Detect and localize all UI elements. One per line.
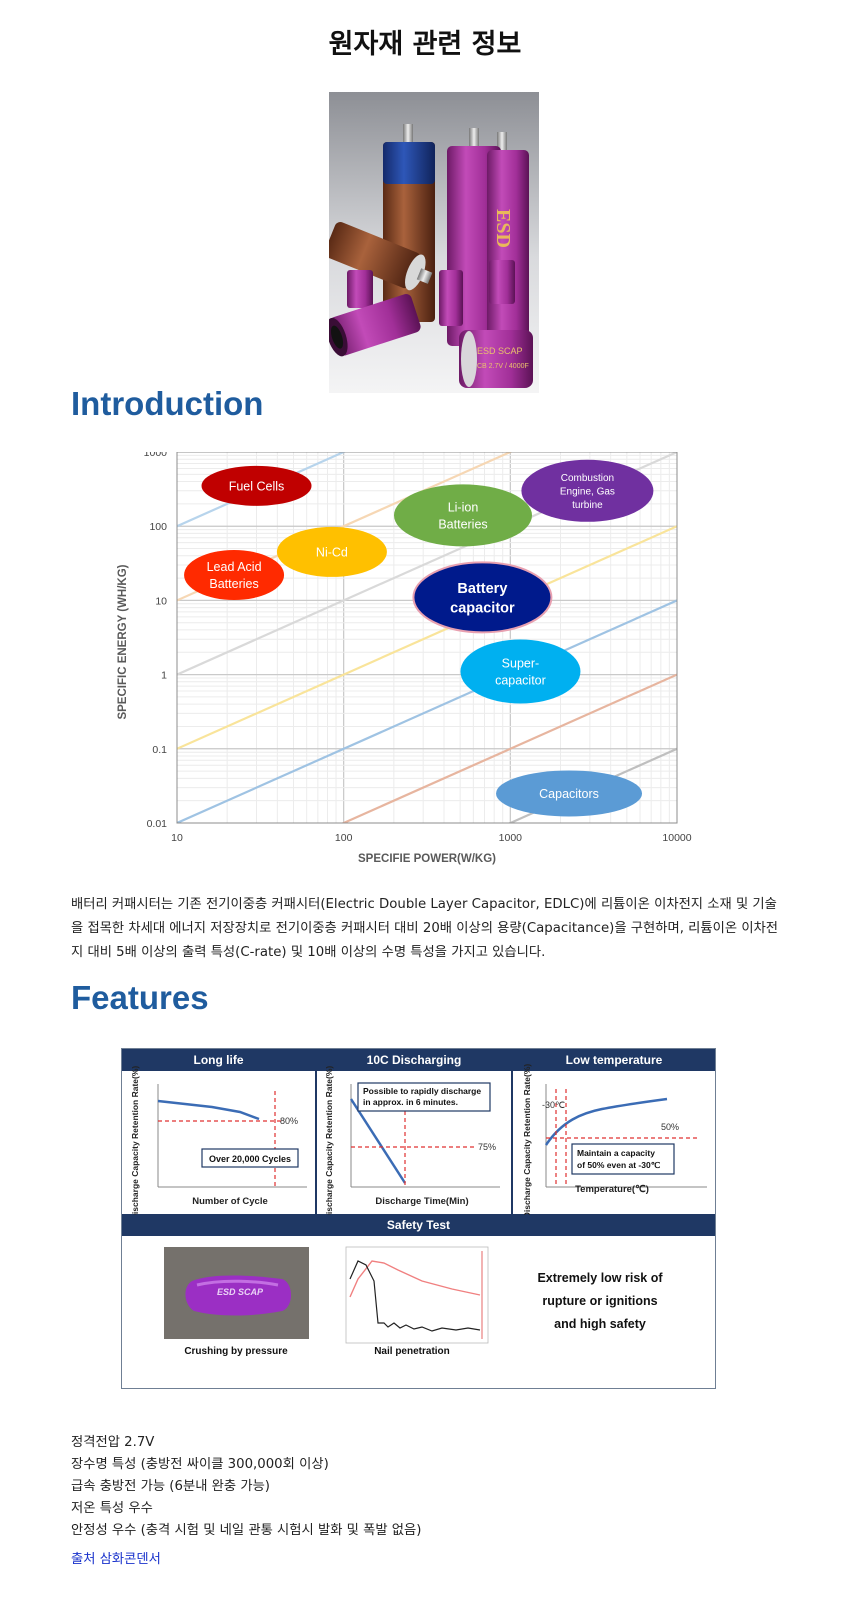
y-tick-label: 0.01 (147, 818, 168, 830)
y-tick-label: 1000 (144, 452, 168, 459)
region-label: turbine (572, 500, 603, 511)
region-label: Batteries (209, 577, 258, 591)
region-ellipse (201, 465, 312, 506)
long-life-xlabel: Number of Cycle (192, 1196, 268, 1207)
y-tick-label: 10 (155, 595, 167, 607)
long-life-ylabel: Discharge Capacity Retention Rate(%) (130, 1066, 140, 1215)
low-temp-ylabel: Discharge Capacity Retention Rate(%) (522, 1064, 532, 1215)
region-label: Engine, Gas (560, 486, 615, 497)
discharging-xlabel: Discharge Time(Min) (375, 1196, 468, 1207)
y-axis-label: SPECIFIC ENERGY (WH/KG) (117, 564, 129, 719)
spec-item: 장수명 특성 (충방전 싸이클 300,000회 이상) (71, 1457, 329, 1472)
low-temp-note-line-1: Maintain a capacity (577, 1148, 655, 1158)
safety-claim-line-3: and high safety (554, 1317, 646, 1331)
photo-label-line-2: CB 2.7V / 4000F (477, 363, 529, 370)
y-tick-label: 1 (161, 670, 167, 682)
region-label: Batteries (438, 517, 487, 531)
y-tick-label: 0.1 (152, 744, 167, 756)
long-life-note: Over 20,000 Cycles (209, 1154, 291, 1164)
constant-time-line (177, 525, 677, 750)
region-ellipse (394, 484, 533, 547)
region-ellipse (496, 770, 643, 817)
panel-divider (315, 1049, 317, 1215)
spec-list: 정격전압 2.7V 장수명 특성 (충방전 싸이클 300,000회 이상) 급… (71, 1432, 421, 1542)
crushed-cell-label: ESD SCAP (217, 1287, 264, 1297)
photo-brand-text: ESD (492, 209, 514, 248)
long-life-marker: 80% (280, 1116, 298, 1126)
constant-time-line (340, 673, 677, 823)
low-temp-xlabel: Temperature(℃) (575, 1184, 649, 1195)
region-label: Lead Acid (207, 560, 262, 574)
safety-claim-line-2: rupture or ignitions (542, 1294, 657, 1308)
low-temp-x-marker: -30℃ (542, 1100, 565, 1110)
crushing-caption: Crushing by pressure (184, 1346, 288, 1357)
region-battery-capacitor: Battery capacitor (412, 561, 553, 634)
panel-divider (511, 1049, 513, 1215)
region-ellipse (460, 639, 581, 704)
region-label: Capacitors (539, 787, 599, 801)
constant-time-line (177, 599, 677, 823)
ragone-chart: 10 100 1000 10000 1000 100 10 1 0.1 0.01 Fuel Cel… (112, 447, 712, 887)
region-capacitors: Capacitors (496, 770, 643, 817)
x-tick-label: 10 (171, 832, 183, 844)
region-label: capacitor (495, 673, 546, 687)
10c-discharging-chart: Discharge Capacity Retention Rate(%) 75%… (324, 1066, 500, 1215)
nail-penetration-plot (345, 1246, 489, 1344)
discharging-note-line-1: Possible to rapidly discharge (363, 1086, 481, 1096)
spec-item: 정격전압 2.7V (71, 1435, 155, 1450)
region-ellipse (276, 526, 387, 577)
safety-claim: Extremely low risk of rupture or ignitio… (537, 1271, 663, 1331)
region-label: Ni-Cd (316, 545, 348, 559)
introduction-paragraph: 배터리 커패시터는 기존 전기이중층 커패시터(Electric Double … (71, 897, 779, 960)
nail-caption: Nail penetration (374, 1346, 450, 1357)
spec-item: 안정성 우수 (충격 시험 및 네일 관통 시험시 발화 및 폭발 없음) (71, 1523, 422, 1538)
region-label: Fuel Cells (229, 479, 285, 493)
discharging-ylabel: Discharge Capacity Retention Rate(%) (324, 1066, 334, 1215)
features-heading: Features (71, 979, 209, 1016)
y-tick-label: 100 (149, 521, 167, 533)
panel-header-long-life: Long life (122, 1049, 315, 1071)
x-axis-label: SPECIFIE POWER(W/KG) (358, 853, 496, 865)
region-label: capacitor (450, 600, 515, 616)
region-ellipse (521, 459, 654, 522)
region-fuel-cells: Fuel Cells (201, 465, 312, 506)
region-label: Combustion (561, 473, 614, 484)
crushing-photo: ESD SCAP (164, 1247, 309, 1339)
discharging-note-line-2: in approx. in 6 minutes. (363, 1097, 458, 1107)
safety-claim-line-1: Extremely low risk of (537, 1271, 663, 1285)
panel-header-low-temperature: Low temperature (513, 1049, 715, 1071)
low-temp-marker: 50% (661, 1122, 679, 1132)
introduction-heading: Introduction (71, 385, 264, 422)
long-life-chart: Discharge Capacity Retention Rate(%) 80%… (130, 1066, 307, 1215)
discharging-marker: 75% (478, 1142, 496, 1152)
source-link[interactable]: 출처 삼화콘덴서 (71, 1552, 161, 1567)
photo-label-line-1: ESD SCAP (477, 346, 523, 356)
region-label: Battery (457, 581, 507, 597)
region-super-capacitor: Super-capacitor (460, 639, 581, 704)
panel-header-10c-discharging: 10C Discharging (317, 1049, 511, 1071)
x-tick-label: 100 (335, 832, 353, 844)
product-photo: ESD ESD SCAP CB 2.7V / 4000F (329, 92, 539, 393)
features-figure: Long life 10C Discharging Low temperatur… (121, 1048, 716, 1389)
page-title: 원자재 관련 정보 (328, 29, 522, 60)
region-label: Li-ion (448, 500, 479, 514)
region-label: Super- (502, 657, 540, 671)
spec-item: 급속 충방전 가능 (6분내 완충 가능) (71, 1479, 270, 1494)
low-temp-note-line-2: of 50% even at -30℃ (577, 1160, 661, 1170)
spec-item: 저온 특성 우수 (71, 1501, 153, 1516)
low-temperature-chart: Discharge Capacity Retention Rate(%) -30… (522, 1064, 707, 1215)
region-ellipse (412, 561, 553, 634)
x-tick-label: 1000 (499, 832, 523, 844)
region-ellipse (184, 549, 285, 600)
panel-header-safety-test: Safety Test (122, 1214, 715, 1236)
region-ni-cd: Ni-Cd (276, 526, 387, 577)
x-tick-label: 10000 (662, 832, 691, 844)
